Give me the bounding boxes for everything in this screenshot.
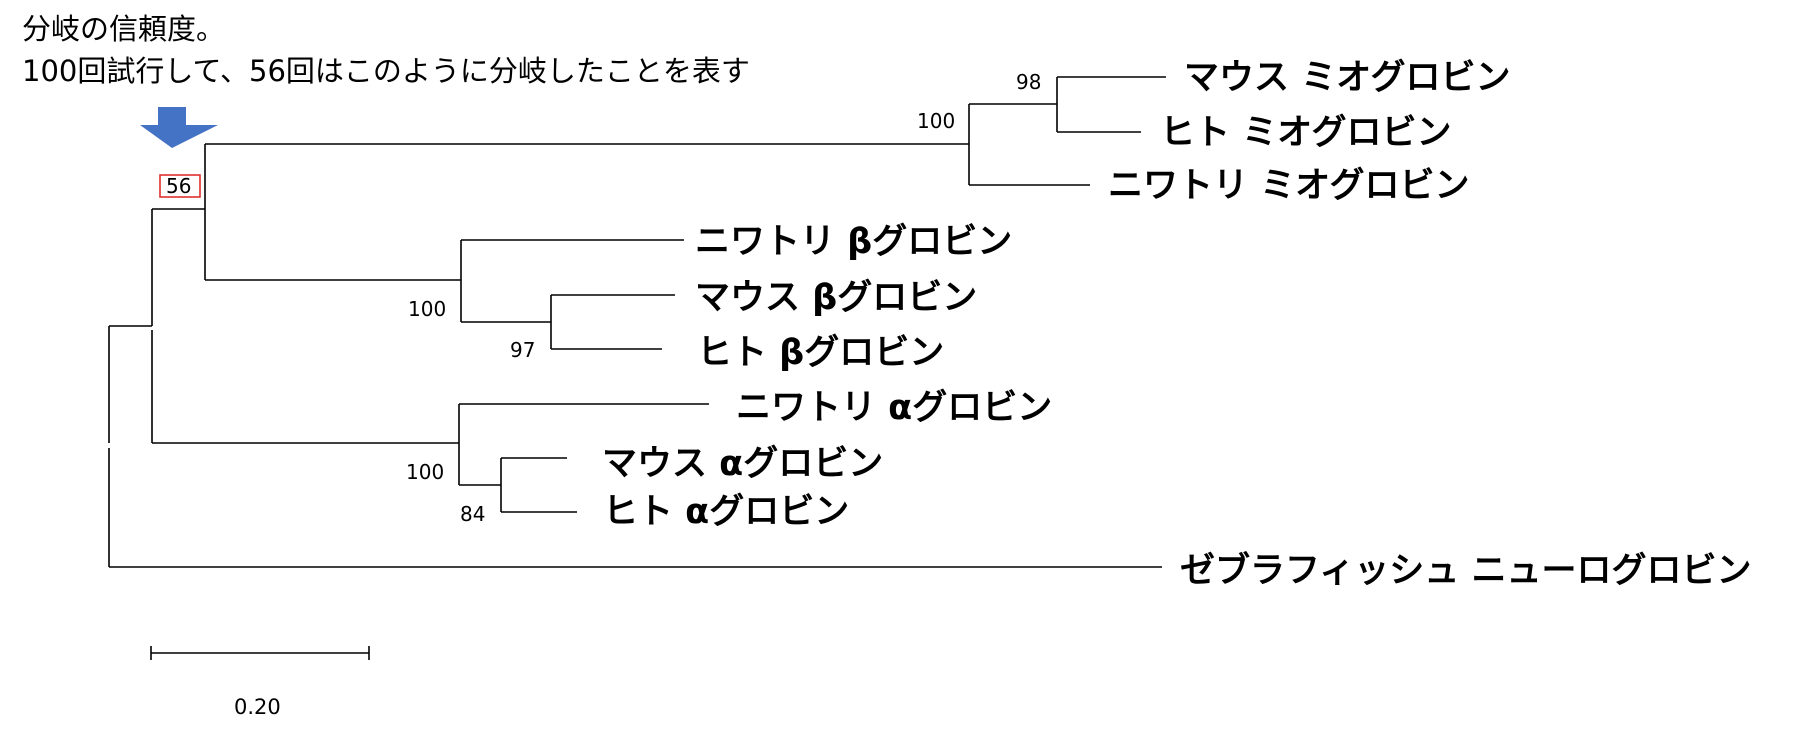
support-value: 97 <box>510 338 535 362</box>
support-value: 100 <box>406 460 444 484</box>
pointer-arrow <box>140 107 218 148</box>
scale-bar: 0.20 <box>150 646 370 719</box>
support-value: 84 <box>460 502 485 526</box>
leaf-label-human-beta: ヒト βグロビン <box>697 333 944 373</box>
support-value: 98 <box>1016 70 1041 94</box>
leaf-label-human-myoglobin: ヒト ミオグロビン <box>1160 113 1452 153</box>
support-value: 100 <box>917 109 955 133</box>
annotation-description: 100回試行して、56回はこのように分岐したことを表す <box>22 54 750 88</box>
annotation-title: 分岐の信頼度。 <box>22 12 226 46</box>
leaf-label-mouse-beta: マウス βグロビン <box>695 278 977 318</box>
leaf-label-chicken-alpha: ニワトリ αグロビン <box>736 388 1052 428</box>
leaf-label-chicken-myoglobin: ニワトリ ミオグロビン <box>1108 166 1470 206</box>
support-value-highlighted: 56 <box>166 174 191 198</box>
leaf-label-human-alpha: ヒト αグロビン <box>603 492 849 532</box>
leaf-label-mouse-alpha: マウス αグロビン <box>602 444 883 484</box>
support-value: 100 <box>408 297 446 321</box>
leaf-label-chicken-beta: ニワトリ βグロビン <box>695 222 1012 262</box>
leaf-label-zebrafish-neuroglobin: ゼブラフィッシュ ニューログロビン <box>1180 550 1752 591</box>
leaf-label-mouse-myoglobin: マウス ミオグロビン <box>1184 58 1511 98</box>
highlight-box <box>159 174 201 198</box>
scale-bar-label: 0.20 <box>234 695 281 719</box>
